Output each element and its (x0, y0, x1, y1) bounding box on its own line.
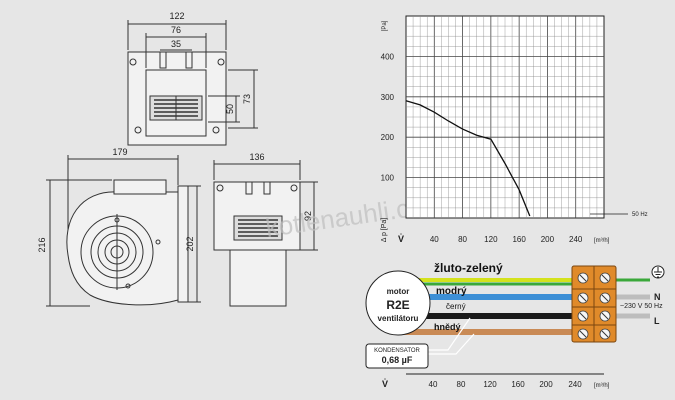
bottom-axis-tick: 160 (511, 380, 525, 389)
chart-grid (406, 16, 604, 218)
chart-y-label: Δ p [Pa] (381, 218, 388, 243)
motor-label: motor (387, 287, 410, 296)
motor-circle (365, 270, 431, 336)
chart-y-tick-label: 100 (381, 174, 395, 183)
chart-y-tick-label: 200 (381, 133, 395, 142)
motor-fan-label: ventilátoru (378, 314, 419, 323)
bottom-axis-tick: 240 (568, 380, 582, 389)
dim-top-width: 122 (169, 11, 184, 21)
chart-frequency-label: 50 Hz (632, 212, 648, 218)
chart-x-unit: [m³/h] (594, 238, 610, 244)
dim-side-length: 179 (112, 147, 127, 157)
chart-series-curve (405, 100, 531, 217)
chart-x-tick-labels: 40 80 120 160 200 240 (430, 235, 583, 244)
bottom-axis-tick: 40 (429, 380, 438, 389)
wiring-diagram: N ~230 V 50 Hz L motor R2E ventilátoru ž… (365, 261, 665, 369)
chart-x-tick-label: 160 (512, 235, 526, 244)
capacitor-title: KONDENSATOR (374, 348, 420, 354)
capacitor-leader-1 (428, 317, 471, 351)
terminal-block (571, 265, 617, 343)
chart-x-tick-label: 80 (458, 235, 467, 244)
chart-x-tick-label: 200 (541, 235, 555, 244)
ground-icon (651, 265, 665, 279)
bottom-axis: V̇ 40 80 120 160 200 240 [m³/h] (382, 373, 610, 389)
chart-x-tick-label: 120 (484, 235, 498, 244)
chart-y-tick-label: 400 (381, 52, 395, 61)
performance-chart: 100 200 300 400 40 80 120 160 200 240 [Pa] Δ p [… (381, 15, 648, 244)
voltage-label: ~230 V 50 Hz (620, 303, 663, 310)
terminal-n-label: N (654, 292, 661, 302)
dim-top-height: 73 (242, 94, 252, 104)
dim-side-height-body: 202 (185, 236, 195, 251)
terminal-l-label: L (654, 316, 660, 326)
wire-label-ground: žluto-zelený (434, 261, 503, 275)
dim-side-height-total: 216 (37, 237, 47, 252)
bottom-axis-unit: [m³/h] (594, 383, 610, 389)
wire-label-blue: modrý (436, 286, 467, 297)
motor-model: R2E (386, 298, 409, 312)
bottom-axis-tick: 80 (457, 380, 466, 389)
dim-front-width: 136 (249, 152, 264, 162)
chart-x-tick-label: 240 (569, 235, 583, 244)
chart-y-tick-labels: 100 200 300 400 (381, 52, 395, 182)
dim-front-height: 92 (303, 211, 313, 221)
top-view-drawing (127, 20, 258, 146)
side-view-drawing (46, 155, 201, 307)
chart-y-unit: [Pa] (382, 20, 388, 31)
bottom-axis-symbol: V̇ (382, 379, 388, 389)
bottom-axis-tick: 120 (483, 380, 497, 389)
dim-top-slot: 35 (171, 39, 181, 49)
chart-x-tick-label: 40 (430, 235, 439, 244)
chart-y-tick-label: 300 (381, 93, 395, 102)
wire-label-black: černý (446, 302, 466, 311)
dim-top-inner: 76 (171, 25, 181, 35)
chart-x-symbol: V̇ (398, 234, 404, 244)
wire-label-brown: hnědý (434, 322, 461, 332)
dim-top-height-small: 50 (225, 104, 235, 114)
bottom-axis-tick: 200 (539, 380, 553, 389)
capacitor-value: 0,68 µF (382, 355, 413, 365)
capacitor-box (365, 343, 429, 369)
front-view-drawing (213, 160, 318, 307)
capacitor-leader-2 (428, 333, 475, 355)
